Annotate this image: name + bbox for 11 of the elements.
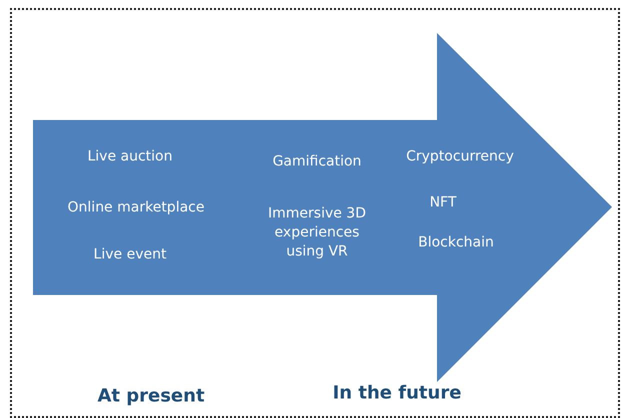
arrow-text: Cryptocurrency xyxy=(406,148,514,166)
arrow-text: Gamification xyxy=(272,152,362,172)
stage-label: In the future xyxy=(332,382,462,404)
arrow-text: Immersive 3D experiences using VR xyxy=(267,204,367,262)
arrow-text: Online marketplace xyxy=(68,198,204,218)
arrow-text: Live event xyxy=(94,246,166,264)
arrow-text: NFT xyxy=(430,194,456,212)
arrow-text: Live auction xyxy=(88,148,172,166)
stage-label: At present xyxy=(97,386,205,406)
arrow-text: Blockchain xyxy=(418,234,494,252)
block-arrow xyxy=(33,33,613,383)
